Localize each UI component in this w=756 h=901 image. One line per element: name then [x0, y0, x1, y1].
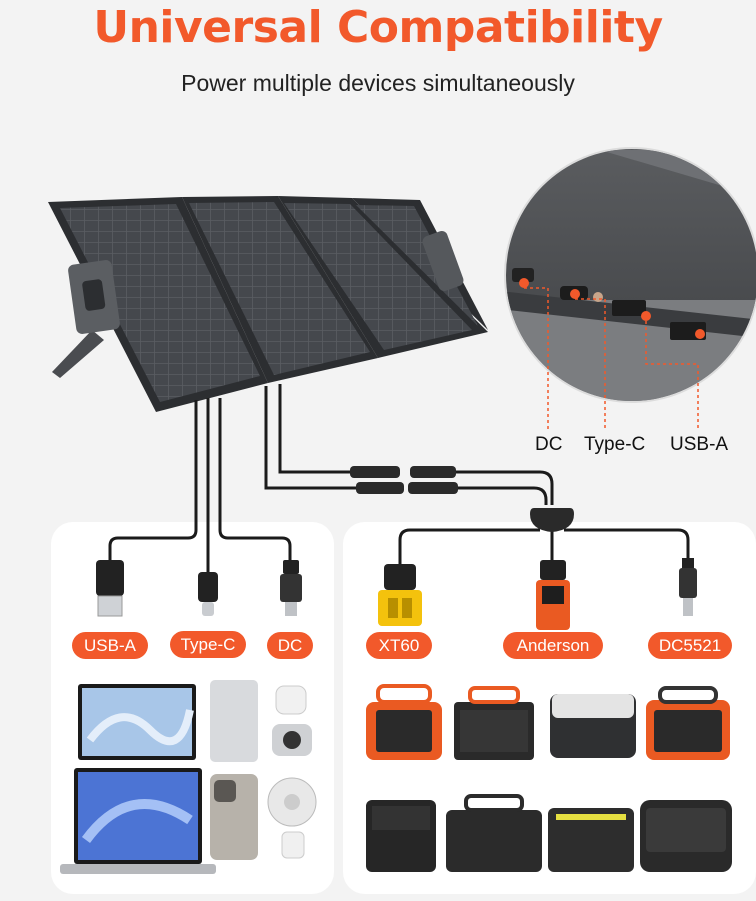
badge-dc5521: DC5521: [648, 632, 732, 659]
badge-dc: DC: [267, 632, 313, 659]
zoom-label-dc: DC: [535, 434, 563, 455]
projector: [272, 724, 312, 756]
clip-fan: [267, 777, 317, 859]
zoom-label-usb-a: USB-A: [670, 434, 729, 455]
laptop-top: [78, 684, 196, 760]
smartphone: [210, 774, 258, 860]
type-c-plug: [198, 572, 218, 616]
splitter-hub: [530, 508, 574, 532]
page-subtitle: Power multiple devices simultaneously: [181, 70, 575, 96]
handle-right: [422, 230, 464, 292]
dc5521-plug: [679, 558, 697, 616]
badge-usb-a: USB-A: [72, 632, 148, 659]
anderson-plug: [536, 560, 570, 630]
earbuds: [275, 685, 307, 715]
power-stations: [366, 684, 732, 872]
kickstand: [52, 330, 104, 378]
cables: [108, 384, 690, 572]
page-title: Universal Compatibility: [93, 2, 663, 53]
badge-xt60: XT60: [366, 632, 432, 659]
badge-anderson: Anderson: [503, 632, 603, 659]
power-bank: [210, 680, 258, 762]
port-zoom-view: [504, 147, 756, 430]
zoom-label-type-c: Type-C: [584, 434, 646, 455]
usb-a-plug: [96, 560, 124, 617]
dc-plug: [280, 560, 302, 616]
solar-panel: [48, 196, 488, 412]
mc4-connectors: [350, 466, 458, 494]
laptop-bottom: [60, 768, 216, 874]
xt60-plug: [378, 564, 422, 626]
badge-type-c: Type-C: [170, 631, 246, 658]
